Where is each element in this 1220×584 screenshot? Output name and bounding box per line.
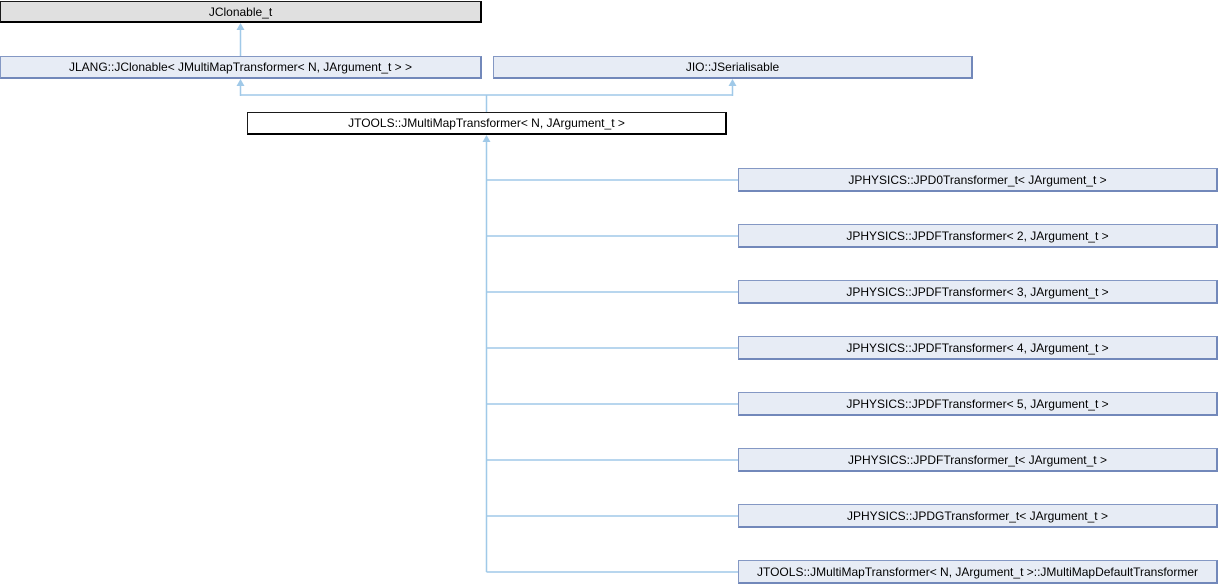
edge-baseleft-to-root <box>236 23 245 56</box>
class-node-jpdftransformer-2[interactable]: JPHYSICS::JPDFTransformer< 2, JArgument_… <box>738 224 1218 248</box>
class-node-jtools-jmultimaptransformer[interactable]: JTOOLS::JMultiMapTransformer< N, JArgume… <box>247 112 727 135</box>
edge-derived-to-main <box>482 135 738 573</box>
class-node-jpdftransformer-3[interactable]: JPHYSICS::JPDFTransformer< 3, JArgument_… <box>738 280 1218 304</box>
class-node-jlang-jclonable[interactable]: JLANG::JClonable< JMultiMapTransformer< … <box>0 56 482 79</box>
class-node-jpdftransformer-5[interactable]: JPHYSICS::JPDFTransformer< 5, JArgument_… <box>738 392 1218 416</box>
class-node-jpdgtransformer-t[interactable]: JPHYSICS::JPDGTransformer_t< JArgument_t… <box>738 504 1218 528</box>
class-node-jpdftransformer-4[interactable]: JPHYSICS::JPDFTransformer< 4, JArgument_… <box>738 336 1218 360</box>
class-node-jpd0transformer-t[interactable]: JPHYSICS::JPD0Transformer_t< JArgument_t… <box>738 168 1218 192</box>
class-node-jmultimapdefaulttransformer[interactable]: JTOOLS::JMultiMapTransformer< N, JArgume… <box>738 560 1218 584</box>
class-node-jclonable-t[interactable]: JClonable_t <box>0 1 482 23</box>
class-node-jio-jserialisable[interactable]: JIO::JSerialisable <box>493 56 973 79</box>
edge-main-to-bases <box>236 79 737 112</box>
class-node-jpdftransformer-t[interactable]: JPHYSICS::JPDFTransformer_t< JArgument_t… <box>738 448 1218 472</box>
